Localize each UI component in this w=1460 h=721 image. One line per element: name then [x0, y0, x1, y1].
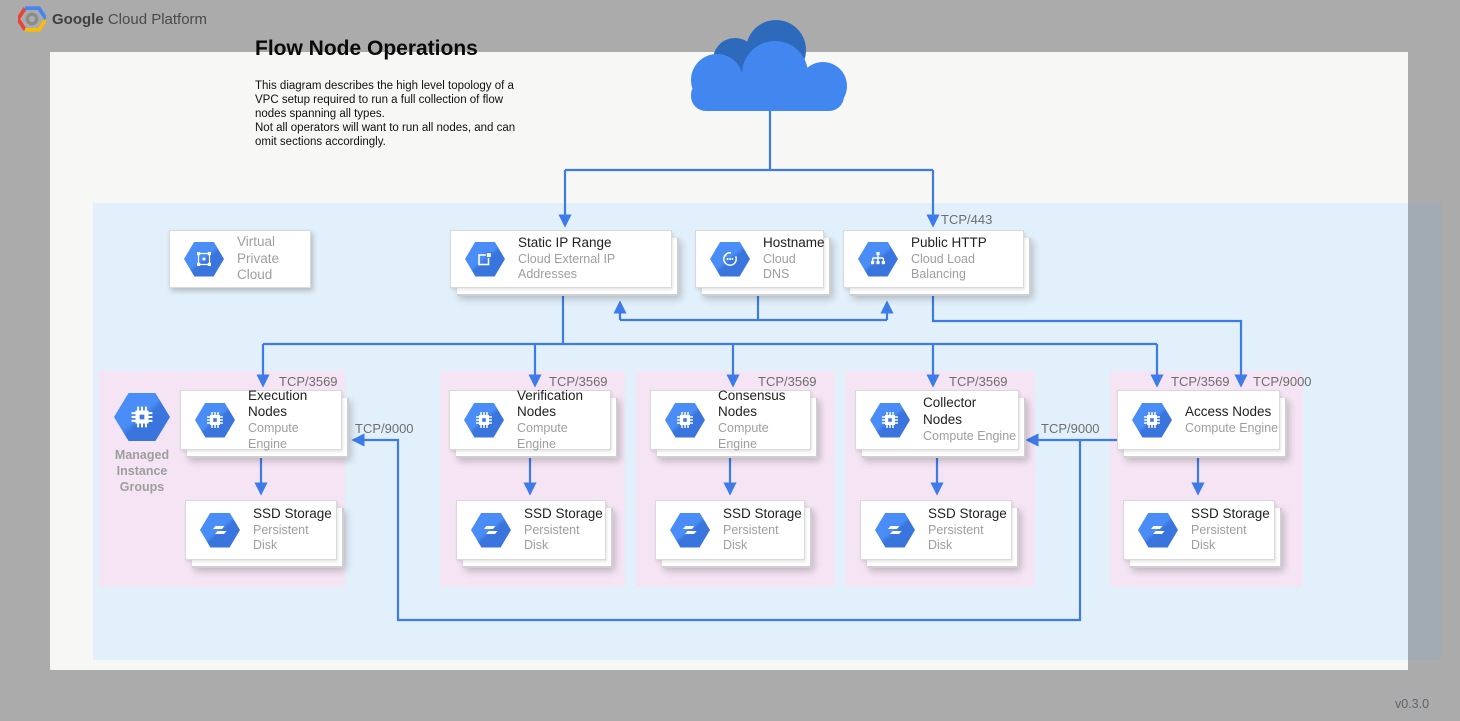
static-ip-range-card: Static IP Range Cloud External IP Addres…	[450, 230, 672, 288]
description-line: VPC setup required to run a full collect…	[255, 94, 504, 106]
public-http-card: Public HTTP Cloud Load Balancing	[843, 230, 1024, 288]
ssd-storage-card: SSD Storage Persistent Disk	[860, 500, 1012, 560]
compute-engine-icon	[195, 402, 235, 438]
port-label-tcp9000: TCP/9000	[1253, 374, 1312, 389]
external-ip-icon	[465, 241, 505, 277]
persistent-disk-icon	[200, 512, 240, 548]
card-subtitle: Persistent Disk	[928, 522, 984, 553]
card-title: SSD Storage	[928, 505, 1007, 521]
port-label-tcp3569: TCP/3569	[949, 374, 1008, 389]
cloud-dns-icon	[710, 241, 750, 277]
persistent-disk-icon	[670, 512, 710, 548]
ssd-storage-card: SSD Storage Persistent Disk	[456, 500, 606, 560]
compute-engine-icon	[1132, 402, 1172, 438]
persistent-disk-icon	[471, 512, 511, 548]
description-line: Not all operators will want to run all n…	[255, 122, 516, 134]
card-subtitle: Compute Engine	[248, 421, 299, 451]
port-label-tcp9000: TCP/9000	[355, 421, 414, 436]
port-label-tcp9000: TCP/9000	[1041, 421, 1100, 436]
vpc-region-overflow	[1408, 203, 1442, 660]
card-title: Collector Nodes	[923, 395, 977, 428]
port-label-tcp3569: TCP/3569	[1171, 374, 1230, 389]
collector-nodes-card: Collector Nodes Compute Engine	[855, 390, 1019, 450]
card-subtitle: Persistent Disk	[1191, 522, 1247, 553]
page-title: Flow Node Operations	[255, 37, 478, 60]
card-subtitle: Compute Engine	[718, 421, 769, 451]
card-title: Verification Nodes	[517, 387, 584, 420]
description-line: omit sections accordingly.	[255, 136, 386, 148]
brand-cloud-platform: Cloud Platform	[107, 11, 208, 28]
card-subtitle: Compute Engine	[923, 429, 1017, 444]
persistent-disk-icon	[1138, 512, 1178, 548]
ssd-storage-card: SSD Storage Persistent Disk	[1123, 500, 1275, 560]
card-title: SSD Storage	[1191, 505, 1270, 521]
mig-label-line: Groups	[119, 480, 165, 494]
hostname-card: Hostname Cloud DNS	[695, 230, 825, 288]
card-subtitle: Compute Engine	[517, 421, 568, 451]
card-title: Access Nodes	[1185, 403, 1272, 419]
card-title: Static IP Range	[518, 234, 612, 250]
card-subtitle: Cloud External IP Addresses	[518, 251, 616, 282]
card-title: Hostname	[763, 234, 825, 250]
description-line: nodes spanning all types.	[255, 108, 385, 120]
card-subtitle: Persistent Disk	[723, 522, 779, 553]
port-label-tcp3569: TCP/3569	[758, 374, 817, 389]
vpc-icon	[184, 241, 224, 277]
ssd-storage-card: SSD Storage Persistent Disk	[185, 500, 337, 560]
card-title: SSD Storage	[253, 505, 332, 521]
persistent-disk-icon	[875, 512, 915, 548]
card-subtitle: Persistent Disk	[253, 522, 309, 553]
load-balancing-icon	[858, 241, 898, 277]
access-nodes-card: Access Nodes Compute Engine	[1117, 390, 1280, 450]
internet-cloud-icon	[691, 20, 847, 111]
card-title: Public HTTP	[911, 234, 987, 250]
description-line: This diagram describes the high level to…	[255, 80, 514, 92]
version-label: v0.3.0	[1395, 697, 1430, 711]
mig-label-line: Instance	[116, 464, 168, 478]
brand-google: Google	[52, 11, 104, 28]
consensus-nodes-card: Consensus Nodes Compute Engine	[650, 387, 811, 451]
card-subtitle: Cloud Load Balancing	[911, 251, 975, 282]
port-label-tcp443: TCP/443	[941, 212, 993, 227]
card-title: SSD Storage	[524, 505, 603, 521]
port-label-tcp3569: TCP/3569	[549, 374, 608, 389]
card-title: Virtual	[237, 233, 276, 249]
brand-text: Google Cloud Platform	[52, 11, 207, 28]
card-subtitle: Cloud DNS	[763, 251, 796, 282]
card-subtitle: Persistent Disk	[524, 522, 580, 553]
execution-nodes-card: Execution Nodes Compute Engine	[180, 387, 342, 451]
compute-engine-icon	[464, 402, 504, 438]
card-title: Execution Nodes	[248, 387, 308, 420]
virtual-private-cloud-card: Virtual Private Cloud	[169, 230, 311, 288]
gcp-logo-icon	[18, 6, 46, 32]
compute-engine-icon	[870, 402, 910, 438]
ssd-storage-card: SSD Storage Persistent Disk	[655, 500, 805, 560]
card-title: Consensus Nodes	[718, 387, 786, 420]
port-label-tcp3569: TCP/3569	[279, 374, 338, 389]
compute-engine-icon	[665, 402, 705, 438]
card-title: Private Cloud	[237, 250, 280, 283]
managed-instance-groups-label: Managed Instance Groups	[100, 447, 184, 495]
mig-label-line: Managed	[114, 448, 170, 462]
verification-nodes-card: Verification Nodes Compute Engine	[449, 387, 611, 451]
card-subtitle: Compute Engine	[1185, 420, 1279, 435]
card-title: SSD Storage	[723, 505, 802, 521]
